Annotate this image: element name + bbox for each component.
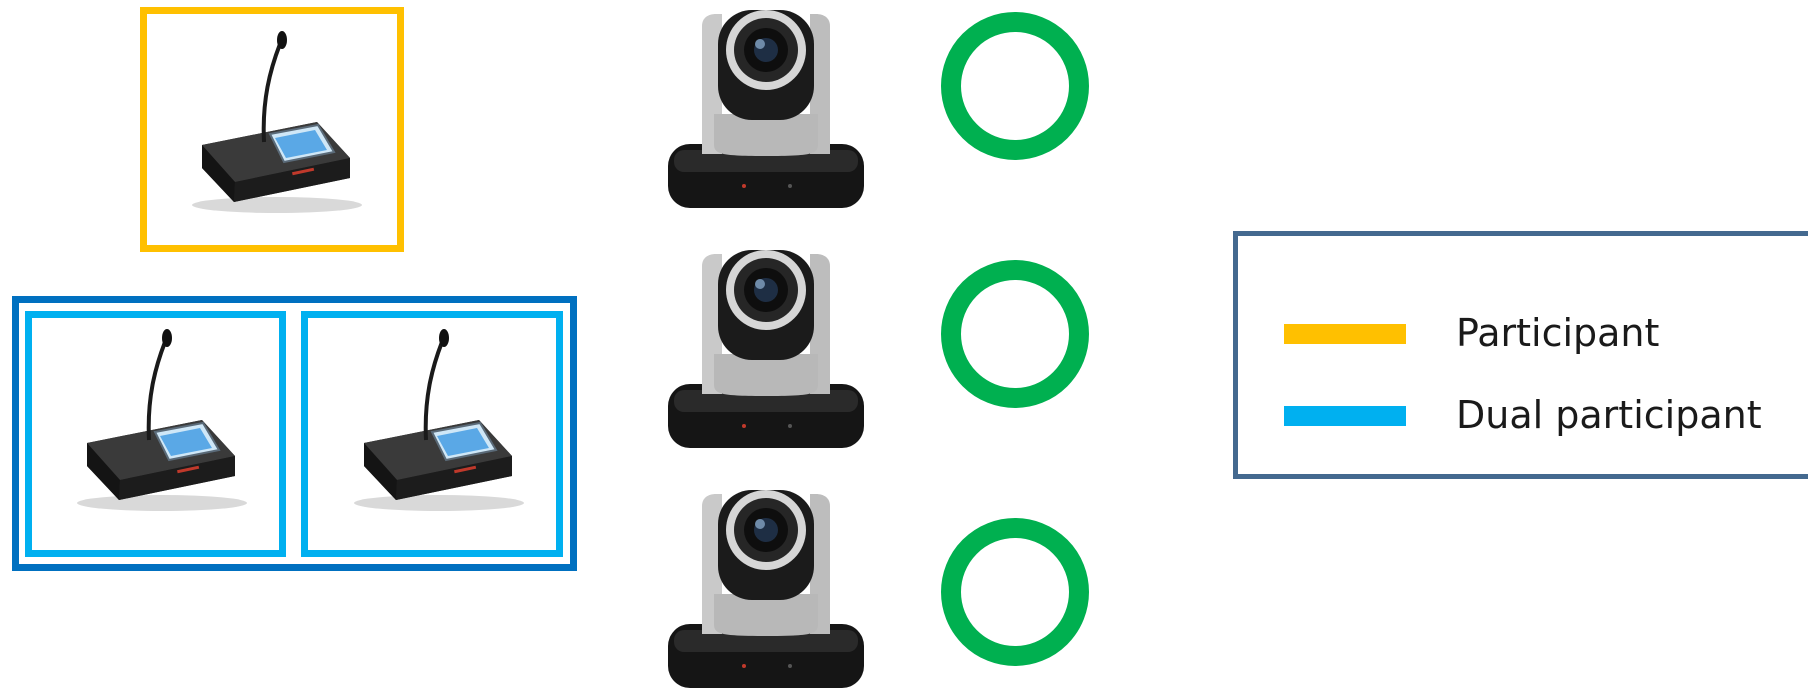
legend-swatch-participant <box>1284 324 1406 344</box>
status-ok-circle-icon <box>941 260 1089 408</box>
conference-microphone-unit-icon <box>334 328 534 518</box>
ptz-camera-icon <box>660 4 872 216</box>
status-ok-circle-icon <box>941 518 1089 666</box>
ptz-camera-icon <box>660 244 872 456</box>
legend-label-dual-participant: Dual participant <box>1456 393 1762 437</box>
conference-microphone-unit-icon <box>57 328 257 518</box>
legend-swatch-dual-participant <box>1284 406 1406 426</box>
legend: Participant Dual participant <box>1233 231 1808 479</box>
legend-label-participant: Participant <box>1456 311 1659 355</box>
ptz-camera-icon <box>660 484 872 696</box>
conference-microphone-unit-icon <box>172 30 372 220</box>
status-ok-circle-icon <box>941 12 1089 160</box>
